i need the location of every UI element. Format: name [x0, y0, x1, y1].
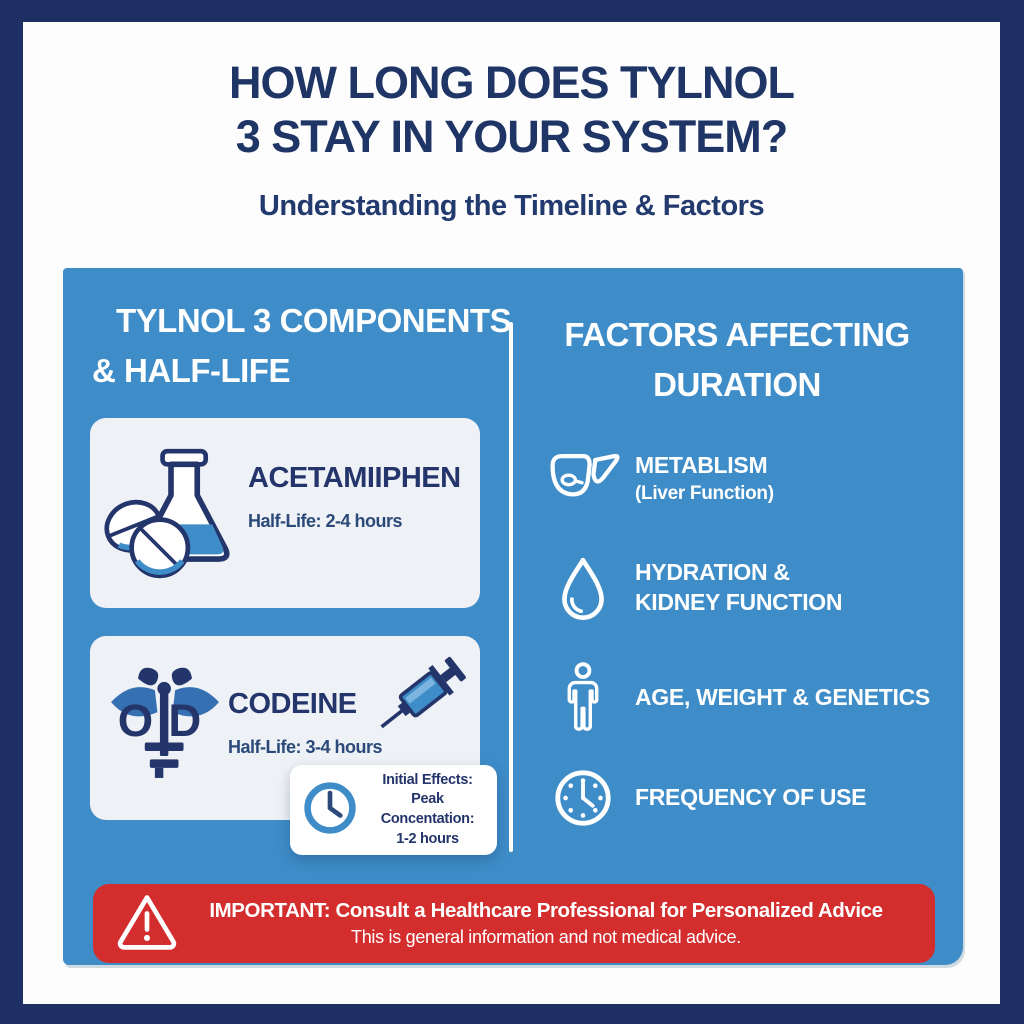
person-icon — [541, 662, 625, 734]
main-panel: TYLNOL 3 COMPONENTS & HALF-LIFE FACTORS … — [63, 268, 963, 965]
column-divider — [509, 322, 513, 852]
component-name: ACETAMIIPHEN — [248, 462, 461, 494]
peak-concentration-card: Initial Effects: Peak Concentation: 1-2 … — [290, 765, 497, 855]
syringe-icon — [368, 646, 474, 751]
peak-line-1: Initial Effects: — [382, 771, 473, 788]
alert-headline: IMPORTANT: Consult a Healthcare Professi… — [209, 899, 883, 922]
peak-concentration-text: Initial Effects: Peak Concentation: 1-2 … — [366, 771, 489, 849]
header: HOW LONG DOES TYLNOL 3 STAY IN YOUR SYST… — [23, 56, 1000, 223]
peak-line-3: 1-2 hours — [396, 830, 459, 847]
clock-icon — [302, 780, 358, 841]
factor-text: METABLISM (Liver Function) — [635, 451, 774, 506]
component-name: CODEINE — [228, 688, 357, 720]
factor-metabolism: METABLISM (Liver Function) — [541, 436, 961, 520]
factor-age-weight: AGE, WEIGHT & GENETICS — [541, 656, 961, 740]
component-half-life: Half-Life: 2-4 hours — [248, 511, 403, 531]
alert-subtext: This is general information and not medi… — [351, 927, 741, 947]
page-subtitle: Understanding the Timeline & Factors — [258, 190, 765, 222]
component-card-acetaminophen: ACETAMIIPHEN Half-Life: 2-4 hours — [90, 418, 480, 608]
page-title: HOW LONG DOES TYLNOL 3 STAY IN YOUR SYST… — [229, 57, 795, 162]
codeine-emblem-icon: O D — [106, 654, 224, 799]
liver-icon — [541, 448, 625, 508]
components-heading: TYLNOL 3 COMPONENTS & HALF-LIFE — [92, 302, 512, 389]
factor-label: AGE, WEIGHT & GENETICS — [635, 684, 930, 711]
factor-text: HYDRATION & KIDNEY FUNCTION — [635, 558, 843, 618]
svg-text:D: D — [168, 695, 201, 746]
factor-label: METABLISM — [635, 451, 768, 478]
factor-hydration: HYDRATION & KIDNEY FUNCTION — [541, 546, 961, 630]
clock-dial-icon — [541, 767, 625, 829]
flask-and-pills-icon — [96, 440, 246, 593]
factor-label: FREQUENCY OF USE — [635, 784, 867, 811]
infographic-canvas: HOW LONG DOES TYLNOL 3 STAY IN YOUR SYST… — [23, 22, 1000, 1004]
warning-triangle-icon — [115, 891, 179, 956]
factors-heading: FACTORS AFFECTING DURATION — [564, 316, 910, 403]
alert-text: IMPORTANT: Consult a Healthcare Professi… — [179, 899, 913, 948]
alert-banner: IMPORTANT: Consult a Healthcare Professi… — [93, 884, 935, 963]
factor-label: HYDRATION & KIDNEY FUNCTION — [635, 559, 843, 615]
factor-text: FREQUENCY OF USE — [635, 783, 867, 813]
peak-line-2: Peak Concentation: — [380, 791, 475, 827]
factor-text: AGE, WEIGHT & GENETICS — [635, 683, 930, 713]
acetaminophen-text: ACETAMIIPHEN Half-Life: 2-4 hours — [248, 462, 461, 532]
factor-sublabel: (Liver Function) — [635, 483, 774, 505]
factor-frequency: FREQUENCY OF USE — [541, 756, 961, 840]
component-half-life: Half-Life: 3-4 hours — [228, 737, 383, 757]
water-drop-icon — [541, 554, 625, 622]
codeine-text: CODEINE Half-Life: 3-4 hours — [228, 688, 383, 758]
svg-text:O: O — [118, 695, 153, 746]
